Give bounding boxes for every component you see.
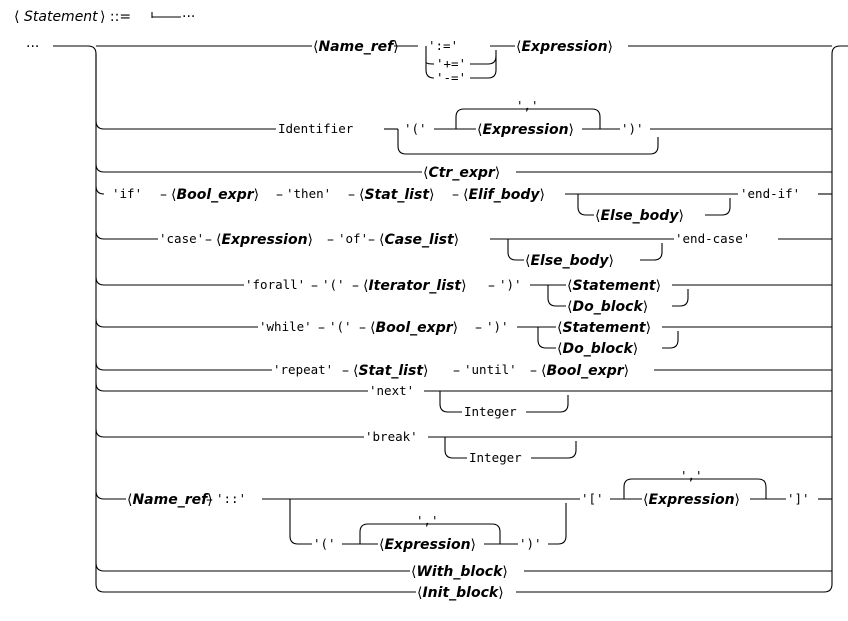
terminal-integer: Integer <box>464 404 517 419</box>
alt-next: 'next' Integer <box>95 382 832 419</box>
seq-dash: – <box>342 363 349 379</box>
terminal-break: 'break' <box>365 429 418 444</box>
nt-else-body: ⟨Else_body⟩ <box>525 253 614 269</box>
nt-case-list: ⟨Case_list⟩ <box>379 232 459 248</box>
terminal-next: 'next' <box>369 383 414 398</box>
alt-member-access: ⟨Name_ref⟩ – '::' '(' ',' ⟨Expression⟩ '… <box>95 468 832 553</box>
nt-bool-expr: ⟨Bool_expr⟩ <box>370 320 458 336</box>
seq-dash: – <box>205 232 212 248</box>
nt-iterator-list: ⟨Iterator_list⟩ <box>363 278 467 294</box>
terminal-assign: ':=' <box>428 38 458 53</box>
terminal-then: 'then' <box>286 186 331 201</box>
terminal-until: 'until' <box>464 362 517 377</box>
terminal-if: 'if' <box>112 186 142 201</box>
terminal-identifier: Identifier <box>278 121 354 136</box>
seq-dash: – <box>359 320 366 336</box>
terminal-comma: ',' <box>416 513 439 528</box>
seq-dash: – <box>530 363 537 379</box>
nt-expression: ⟨Expression⟩ <box>216 232 313 248</box>
nt-elif-body: ⟨Elif_body⟩ <box>463 187 545 203</box>
alt-break: 'break' Integer <box>95 428 832 465</box>
alt-with-block: ⟨With_block⟩ <box>95 562 832 580</box>
terminal-integer: Integer <box>469 450 522 465</box>
nt-name-ref: ⟨Name_ref⟩ <box>127 492 213 508</box>
alt-assignment: ⟨Name_ref⟩ ':=' '+=' '-=' ⟨Expression⟩ <box>96 38 832 85</box>
terminal-of: 'of' <box>338 231 368 246</box>
alt-if: 'if' – ⟨Bool_expr⟩ – 'then' – ⟨Stat_list… <box>95 185 832 224</box>
terminal-rparen: ')' <box>486 319 509 334</box>
terminal-lparen: '(' <box>404 121 427 136</box>
terminal-while: 'while' <box>259 319 312 334</box>
entry-ellipsis: ··· <box>26 39 39 55</box>
nt-expression: ⟨Expression⟩ <box>516 39 613 55</box>
nt-expression: ⟨Expression⟩ <box>379 537 476 553</box>
nt-expression: ⟨Expression⟩ <box>477 122 574 138</box>
seq-dash: – <box>368 232 375 248</box>
alt-init-block: ⟨Init_block⟩ <box>104 585 824 601</box>
seq-dash: – <box>206 492 213 508</box>
seq-dash: – <box>160 187 167 203</box>
terminal-lparen: '(' <box>313 536 336 551</box>
diagram-rails: ··· <box>26 39 848 593</box>
nt-do-block: ⟨Do_block⟩ <box>567 299 648 315</box>
terminal-dcolon: '::' <box>216 491 246 506</box>
nt-bool-expr: ⟨Bool_expr⟩ <box>541 363 629 379</box>
nt-with-block: ⟨With_block⟩ <box>411 564 508 580</box>
start-arrow-icon <box>151 12 181 18</box>
terminal-minus-assign: '-=' <box>436 70 466 85</box>
alt-identifier-call: Identifier '(' ',' ⟨Expression⟩ ')' <box>95 54 832 155</box>
rule-header: ⟨ Statement ⟩ ::= ··· <box>14 9 195 25</box>
seq-dash: – <box>488 278 495 294</box>
nt-stat-list: ⟨Stat_list⟩ <box>353 363 428 379</box>
terminal-rbracket: ']' <box>787 491 810 506</box>
terminal-end-if: 'end-if' <box>740 186 800 201</box>
nt-init-block: ⟨Init_block⟩ <box>417 585 504 601</box>
alt-ctr-expr: ⟨Ctr_expr⟩ <box>95 163 832 181</box>
nt-name-ref: ⟨Name_ref⟩ <box>313 39 399 55</box>
terminal-lparen: '(' <box>329 319 352 334</box>
terminal-comma: ',' <box>680 468 703 483</box>
terminal-lbracket: '[' <box>581 491 604 506</box>
alt-repeat: 'repeat' – ⟨Stat_list⟩ – 'until' – ⟨Bool… <box>95 361 832 379</box>
terminal-end-case: 'end-case' <box>675 231 750 246</box>
nt-ctr-expr: ⟨Ctr_expr⟩ <box>423 165 500 181</box>
nt-statement: ⟨Statement⟩ <box>567 278 661 294</box>
nt-else-body: ⟨Else_body⟩ <box>595 208 684 224</box>
nt-stat-list: ⟨Stat_list⟩ <box>359 187 434 203</box>
seq-dash: – <box>475 320 482 336</box>
seq-dash: – <box>311 278 318 294</box>
header-open-angle: ⟨ <box>14 9 19 25</box>
terminal-comma: ',' <box>516 98 539 113</box>
alt-forall: 'forall' – '(' – ⟨Iterator_list⟩ – ')' ⟨… <box>95 276 832 315</box>
terminal-repeat: 'repeat' <box>273 362 333 377</box>
terminal-rparen: ')' <box>621 121 644 136</box>
nt-bool-expr: ⟨Bool_expr⟩ <box>171 187 259 203</box>
seq-dash: – <box>318 320 325 336</box>
terminal-lparen: '(' <box>322 277 345 292</box>
alt-case: 'case' – ⟨Expression⟩ – 'of' – ⟨Case_lis… <box>95 230 832 269</box>
seq-dash: – <box>276 187 283 203</box>
seq-dash: – <box>327 232 334 248</box>
rule-name: Statement <box>24 9 98 25</box>
seq-dash: – <box>352 278 359 294</box>
terminal-plus-assign: '+=' <box>436 56 466 71</box>
terminal-rparen: ')' <box>519 536 542 551</box>
nt-do-block: ⟨Do_block⟩ <box>557 341 638 357</box>
nt-statement: ⟨Statement⟩ <box>557 320 651 336</box>
terminal-rparen: ')' <box>499 277 522 292</box>
seq-dash: – <box>348 187 355 203</box>
alt-while: 'while' – '(' – ⟨Bool_expr⟩ – ')' ⟨State… <box>95 318 832 357</box>
terminal-forall: 'forall' <box>245 277 305 292</box>
header-ellipsis: ··· <box>182 9 195 25</box>
seq-dash: – <box>453 363 460 379</box>
nt-expression: ⟨Expression⟩ <box>643 492 740 508</box>
seq-dash: – <box>452 187 459 203</box>
terminal-case: 'case' <box>159 231 204 246</box>
header-define-symbol: ⟩ ::= <box>100 9 131 25</box>
